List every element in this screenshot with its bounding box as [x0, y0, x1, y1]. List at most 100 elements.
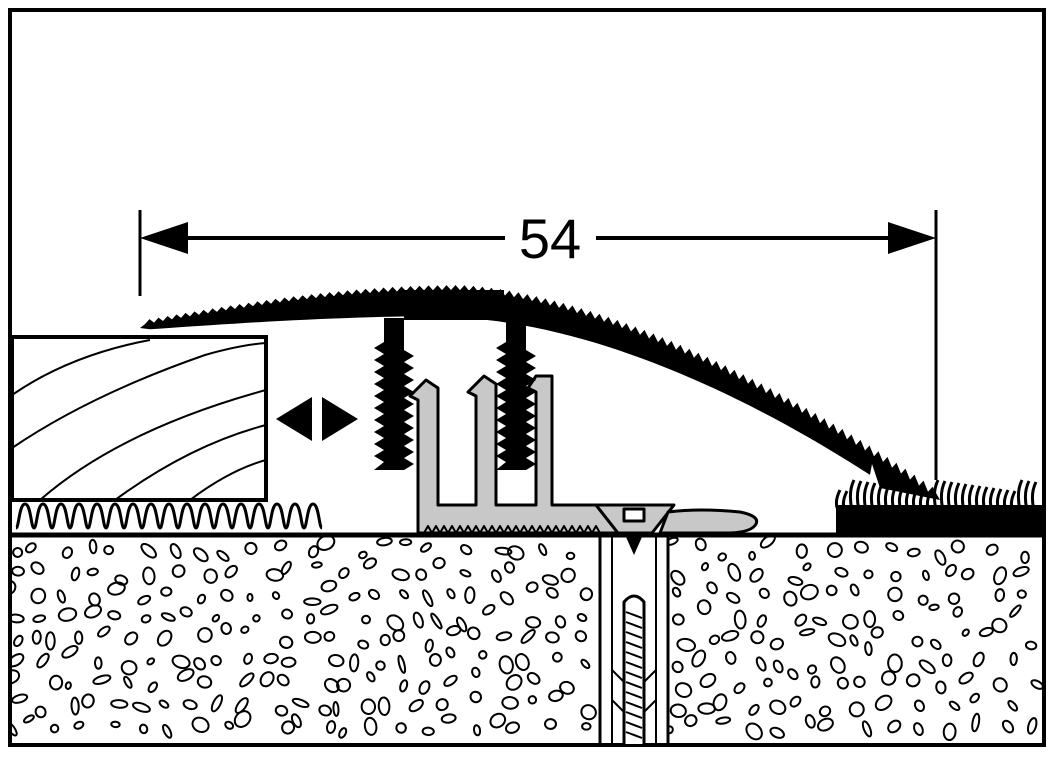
concrete-pebble — [290, 713, 302, 729]
concrete-pebble — [56, 589, 67, 604]
concrete-pebble — [543, 718, 557, 730]
concrete-pebble — [991, 617, 1008, 634]
concrete-pebble — [422, 589, 434, 608]
concrete-pebble — [1009, 604, 1022, 618]
screw-thread — [625, 661, 643, 669]
concrete-pebble — [323, 630, 336, 642]
concrete-pebble — [471, 666, 481, 678]
concrete-pebble — [319, 603, 339, 616]
concrete-pebble — [445, 646, 456, 659]
concrete-pebble — [671, 660, 684, 674]
concrete-pebble — [171, 654, 191, 670]
concrete-pebble — [826, 542, 843, 558]
concrete-pebble — [787, 576, 804, 586]
concrete-pebble — [399, 589, 410, 600]
concrete-pebble — [913, 699, 926, 712]
dimension-label: 54 — [519, 207, 581, 270]
concrete-pebble — [22, 714, 35, 724]
concrete-pebble — [748, 703, 760, 716]
concrete-pebble — [548, 689, 564, 703]
concrete-pebble — [816, 717, 834, 732]
concrete-pebble — [1020, 550, 1030, 565]
concrete-pebble — [478, 650, 488, 660]
concrete-pebble — [787, 668, 799, 681]
concrete-pebble — [490, 569, 502, 583]
concrete-pebble — [246, 592, 254, 603]
concrete-pebble — [708, 634, 721, 646]
concrete-pebble — [505, 674, 523, 691]
concrete-pebble — [32, 614, 47, 623]
concrete-pebble — [929, 638, 942, 651]
concrete-pebble — [332, 700, 340, 717]
concrete-pebble — [220, 588, 234, 602]
concrete-pebble — [61, 546, 74, 559]
carpet-fiber — [1009, 490, 1017, 511]
concrete-pebble — [861, 720, 873, 738]
concrete-pebble — [1016, 589, 1027, 599]
concrete-pebble — [992, 677, 1008, 693]
concrete-pebble — [169, 543, 182, 560]
concrete-pebble — [881, 670, 897, 686]
concrete-pebble — [892, 609, 905, 621]
concrete-pebble — [375, 660, 386, 671]
concrete-pebble — [495, 631, 513, 642]
concrete-pebble — [12, 653, 25, 668]
concrete-pebble — [320, 579, 338, 593]
screw-thread — [625, 621, 643, 629]
carpet-fiber — [862, 481, 870, 511]
concrete-pebble — [581, 722, 592, 731]
concrete-pebble — [455, 616, 468, 633]
concrete-pebble — [504, 721, 520, 734]
carpet — [834, 479, 1042, 535]
carpet-fiber — [855, 480, 863, 511]
concrete-pebble — [870, 626, 884, 639]
concrete-pebble — [203, 568, 218, 584]
screw — [625, 537, 643, 739]
concrete-pebble — [360, 698, 377, 715]
concrete-pebble — [73, 720, 85, 730]
screw-thread — [625, 701, 643, 709]
concrete-pebble — [110, 699, 129, 709]
concrete-pebble — [972, 651, 985, 668]
concrete-pebble — [147, 681, 159, 694]
concrete-pebble — [140, 542, 157, 559]
concrete-pebble — [103, 544, 115, 556]
concrete-pebble — [160, 612, 176, 622]
concrete-pebble — [526, 672, 541, 685]
concrete-pebble — [944, 563, 957, 578]
concrete-pebble — [545, 586, 559, 599]
concrete-pebble — [12, 721, 18, 737]
concrete-pebble — [279, 635, 294, 649]
concrete-pebble — [397, 654, 407, 674]
expansion-arrows — [276, 397, 358, 441]
concrete-pebble — [799, 628, 816, 637]
concrete-pebble — [367, 588, 381, 601]
concrete-pebble — [887, 653, 903, 674]
concrete-pebble — [361, 614, 372, 625]
concrete-pebble — [358, 550, 368, 560]
concrete-pebble — [211, 613, 221, 623]
concrete-pebble — [1012, 565, 1030, 578]
concrete-pebble — [273, 539, 288, 552]
concrete-pebble — [31, 629, 42, 645]
concrete-pebble — [305, 613, 316, 625]
concrete-pebble — [162, 723, 173, 739]
concrete-pebble — [669, 703, 687, 719]
concrete-pebble — [84, 604, 103, 619]
concrete-pebble — [887, 719, 902, 734]
concrete-pebble — [969, 692, 980, 704]
carpet-fiber — [869, 482, 877, 511]
screw-thread — [625, 651, 643, 659]
concrete-pebble — [412, 611, 424, 629]
concrete-pebble — [114, 574, 129, 586]
concrete-pebble — [676, 637, 697, 652]
transition-profile — [140, 285, 940, 500]
concrete-pebble — [499, 591, 514, 606]
concrete-pebble — [503, 561, 515, 574]
concrete-pebble — [376, 536, 393, 547]
concrete-pebble — [733, 682, 746, 695]
concrete-pebble — [1026, 717, 1038, 735]
concrete-pebble — [424, 638, 434, 653]
concrete-pebble — [541, 574, 559, 586]
concrete-pebble — [928, 603, 940, 611]
